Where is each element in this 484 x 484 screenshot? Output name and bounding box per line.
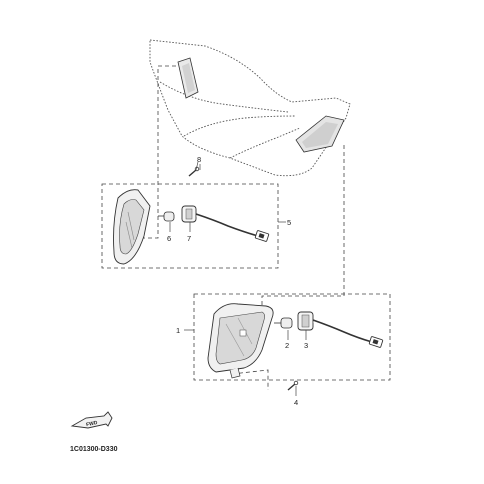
callout-3: 3	[304, 341, 308, 350]
bulb-upper	[158, 211, 175, 222]
assembly-box-upper	[101, 183, 279, 269]
callout-leaders	[169, 164, 307, 396]
cowling-lens-right	[295, 115, 345, 153]
forward-arrow-icon: FWD	[70, 411, 113, 429]
callout-6: 6	[167, 234, 171, 243]
callout-8: 8	[197, 155, 201, 164]
bulb-socket-lower	[297, 311, 314, 331]
cowling-lens-left	[177, 57, 199, 99]
assembly-box-lower	[193, 293, 391, 381]
callout-4: 4	[294, 398, 298, 407]
callout-7: 7	[187, 234, 191, 243]
forward-label: FWD	[86, 420, 99, 428]
callout-2: 2	[285, 341, 289, 350]
drawing-code: 1C01300-D330	[70, 446, 118, 453]
bulb-lower	[274, 317, 293, 329]
screw-lower	[287, 380, 299, 391]
flasher-light-lower	[207, 303, 274, 379]
wire-harness-upper	[195, 213, 270, 242]
callout-5: 5	[287, 218, 291, 227]
screw-upper	[188, 161, 200, 177]
callout-1: 1	[176, 326, 180, 335]
flasher-light-upper	[113, 189, 151, 265]
bulb-socket-upper	[181, 205, 197, 223]
front-cowling	[149, 39, 351, 177]
leader-lines	[138, 65, 345, 390]
wire-harness-lower	[312, 319, 384, 348]
